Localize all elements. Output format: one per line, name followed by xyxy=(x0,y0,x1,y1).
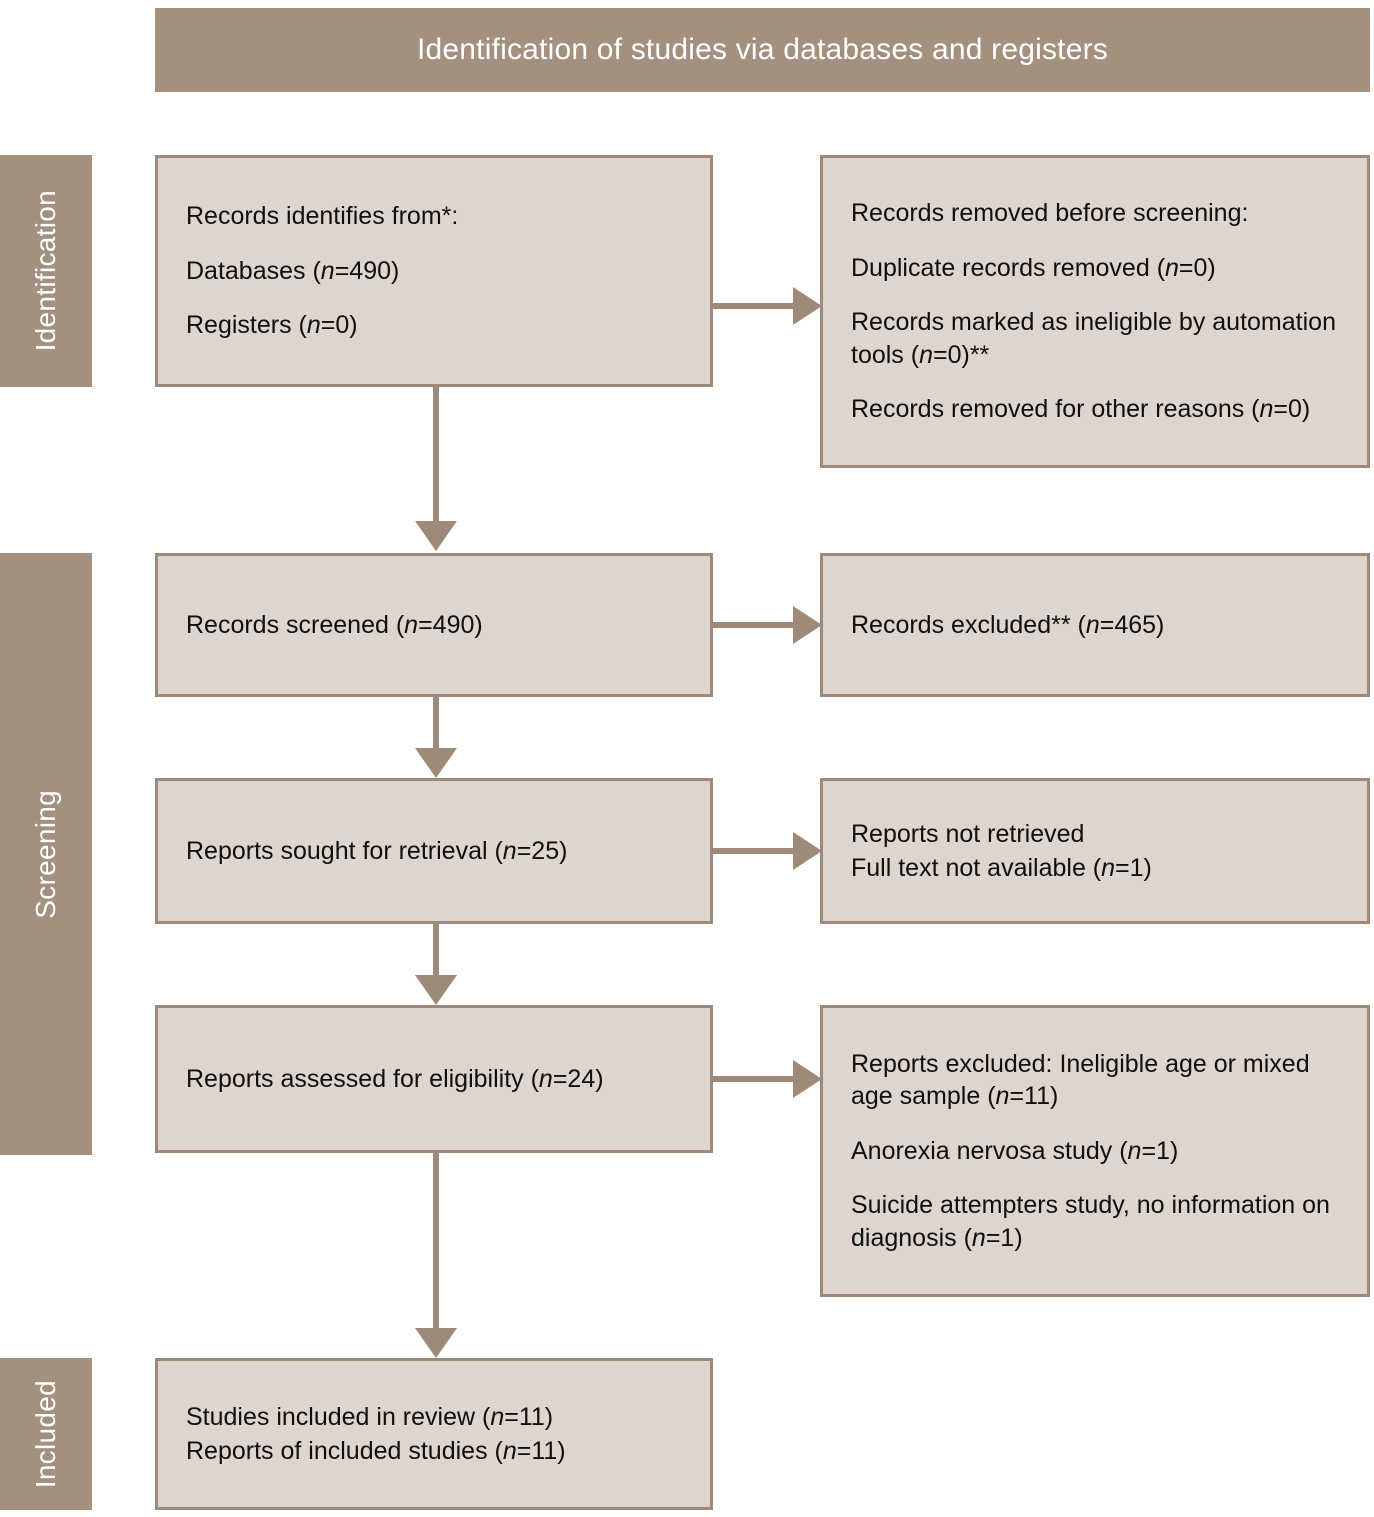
connector-sought-to-assessed-arrowhead-icon xyxy=(415,975,457,1005)
screened-label-prefix: Records screened ( xyxy=(186,610,405,639)
connector-assessed-to-included-line xyxy=(433,1153,439,1328)
box-reports-excluded-with-reasons: Reports excluded: Ineligible age or mixe… xyxy=(820,1005,1370,1297)
suicide-n-value: =1) xyxy=(985,1223,1023,1252)
duplicate-n-symbol: n xyxy=(1165,253,1179,282)
box-reports-not-retrieved: Reports not retrieved Full text not avai… xyxy=(820,778,1370,924)
fulltext-label-prefix: Full text not available ( xyxy=(851,854,1102,882)
records-marked-ineligible: Records marked as ineligible by automati… xyxy=(851,306,1339,371)
studies-included-in-review: Studies included in review (n=11) xyxy=(186,1401,682,1434)
reports-sought-text: Reports sought for retrieval (n=25) xyxy=(186,835,682,868)
sought-label-prefix: Reports sought for retrieval ( xyxy=(186,836,503,865)
studies-included-n-value: =11) xyxy=(504,1402,554,1431)
box-records-removed-before-screening: Records removed before screening: Duplic… xyxy=(820,155,1370,468)
connector-assessed-to-reportsexcluded-line xyxy=(713,1076,799,1082)
connector-sought-to-notretrieved-arrowhead-icon xyxy=(793,832,822,870)
records-screened-text: Records screened (n=490) xyxy=(186,609,682,642)
other-reasons-n-value: =0) xyxy=(1273,395,1311,424)
registers-label-prefix: Registers ( xyxy=(186,311,307,340)
reports-not-retrieved-heading: Reports not retrieved xyxy=(851,819,1085,848)
assessed-n-symbol: n xyxy=(538,1064,553,1093)
records-identified-databases: Databases (n=490) xyxy=(186,255,682,288)
connector-assessed-to-reportsexcluded-arrowhead-icon xyxy=(793,1060,822,1098)
reports-excluded-suicide-attempters: Suicide attempters study, no information… xyxy=(851,1189,1339,1254)
box-reports-sought-for-retrieval: Reports sought for retrieval (n=25) xyxy=(155,778,713,924)
screened-n-value: =490) xyxy=(418,610,483,639)
reports-included-label-prefix: Reports of included studies ( xyxy=(186,1437,503,1465)
excluded-n-symbol: n xyxy=(1085,610,1100,639)
assessed-label-prefix: Reports assessed for eligibility ( xyxy=(186,1064,539,1093)
connector-screened-to-excluded-arrowhead-icon xyxy=(793,606,822,644)
fulltext-n-value: =1) xyxy=(1115,854,1152,882)
reports-included-n-value: =11) xyxy=(516,1437,566,1465)
stage-bar-identification: Identification xyxy=(0,155,92,387)
box-records-excluded: Records excluded** (n=465) xyxy=(820,553,1370,697)
ineligible-n-value: =0)** xyxy=(933,340,990,369)
stage-label-identification: Identification xyxy=(30,190,61,352)
anorexia-label-prefix: Anorexia nervosa study ( xyxy=(851,1136,1128,1165)
sought-n-symbol: n xyxy=(502,836,517,865)
registers-n-value: =0) xyxy=(320,311,358,340)
box-records-identified: Records identifies from*: Databases (n=4… xyxy=(155,155,713,387)
sought-n-value: =25) xyxy=(516,836,568,865)
connector-screened-to-excluded-line xyxy=(713,622,799,628)
other-reasons-label-prefix: Records removed for other reasons ( xyxy=(851,395,1260,424)
stage-label-screening: Screening xyxy=(30,789,61,919)
duplicate-label-prefix: Duplicate records removed ( xyxy=(851,253,1166,282)
connector-screened-to-sought-arrowhead-icon xyxy=(415,748,457,778)
stage-bar-screening: Screening xyxy=(0,553,92,1155)
assessed-n-value: =24) xyxy=(552,1064,604,1093)
reports-included-n-symbol: n xyxy=(502,1437,517,1465)
connector-screened-to-sought-line xyxy=(433,697,439,748)
ineligible-age-label-prefix: Reports excluded: Ineligible age or mixe… xyxy=(851,1049,1310,1111)
connector-identified-to-screened-arrowhead-icon xyxy=(415,521,457,551)
connector-sought-to-assessed-line xyxy=(433,924,439,975)
records-excluded-text: Records excluded** (n=465) xyxy=(851,609,1339,642)
connector-sought-to-notretrieved-line xyxy=(713,848,799,854)
connector-identified-to-removed-arrowhead-icon xyxy=(793,287,822,325)
anorexia-n-value: =1) xyxy=(1141,1136,1179,1165)
reports-excluded-anorexia: Anorexia nervosa study (n=1) xyxy=(851,1135,1339,1168)
ineligible-age-n-value: =11) xyxy=(1009,1082,1059,1111)
registers-n-symbol: n xyxy=(306,311,321,340)
connector-identified-to-removed-line xyxy=(713,303,799,309)
connector-identified-to-screened-line xyxy=(433,387,439,523)
anorexia-n-symbol: n xyxy=(1127,1136,1142,1165)
diagram-title: Identification of studies via databases … xyxy=(416,33,1108,66)
suicide-label-prefix: Suicide attempters study, no information… xyxy=(851,1191,1330,1252)
studies-included-n-symbol: n xyxy=(490,1402,505,1431)
stage-bar-included: Included xyxy=(0,1358,92,1510)
records-identified-heading: Records identifies from*: xyxy=(186,202,459,231)
box-reports-assessed-for-eligibility: Reports assessed for eligibility (n=24) xyxy=(155,1005,713,1153)
stage-label-included: Included xyxy=(30,1379,61,1489)
excluded-n-value: =465) xyxy=(1099,610,1165,639)
reports-excluded-ineligible-age: Reports excluded: Ineligible age or mixe… xyxy=(851,1048,1339,1113)
duplicate-n-value: =0) xyxy=(1178,253,1216,282)
diagram-header-banner: Identification of studies via databases … xyxy=(155,8,1370,92)
ineligible-label-prefix: Records marked as ineligible by automati… xyxy=(851,308,1336,369)
full-text-not-available: Full text not available (n=1) xyxy=(851,852,1339,885)
databases-label-prefix: Databases ( xyxy=(186,256,321,285)
suicide-n-symbol: n xyxy=(971,1223,986,1252)
ineligible-n-symbol: n xyxy=(919,340,933,369)
records-identified-registers: Registers (n=0) xyxy=(186,309,682,342)
box-records-screened: Records screened (n=490) xyxy=(155,553,713,697)
ineligible-age-n-symbol: n xyxy=(995,1082,1010,1111)
records-removed-heading: Records removed before screening: xyxy=(851,199,1249,228)
box-studies-included: Studies included in review (n=11) Report… xyxy=(155,1358,713,1510)
records-removed-other-reasons: Records removed for other reasons (n=0) xyxy=(851,393,1339,426)
databases-n-value: =490) xyxy=(334,256,400,285)
reports-assessed-text: Reports assessed for eligibility (n=24) xyxy=(186,1063,682,1096)
duplicate-records-removed: Duplicate records removed (n=0) xyxy=(851,252,1339,285)
studies-included-label-prefix: Studies included in review ( xyxy=(186,1402,491,1431)
connector-assessed-to-included-arrowhead-icon xyxy=(415,1328,457,1358)
other-reasons-n-symbol: n xyxy=(1259,395,1274,424)
screened-n-symbol: n xyxy=(404,610,419,639)
excluded-label-prefix: Records excluded** ( xyxy=(851,610,1086,639)
databases-n-symbol: n xyxy=(320,256,335,285)
reports-of-included-studies: Reports of included studies (n=11) xyxy=(186,1435,682,1468)
fulltext-n-symbol: n xyxy=(1101,854,1116,882)
